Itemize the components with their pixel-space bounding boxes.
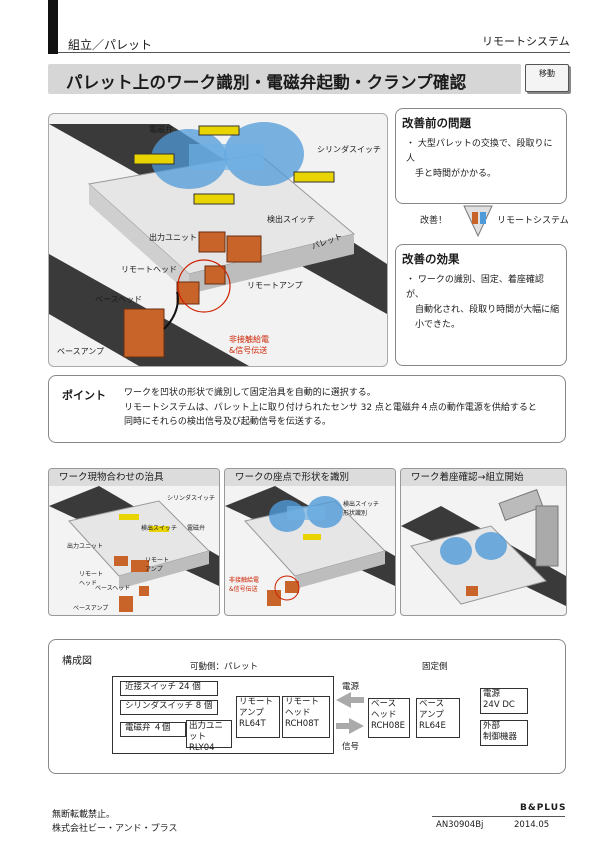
brand-logo: B&PLUS — [520, 803, 567, 813]
page-title: パレット上のワーク識別・電磁弁起動・クランプ確認 — [66, 73, 467, 92]
point-body: ワークを凹状の形状で識別して固定治具を自動的に選択する。 リモートシステムは、パ… — [124, 388, 537, 427]
footer-notice: 無断転載禁止。 — [52, 810, 116, 820]
label-wireless: 非接触給電 &信号伝送 — [229, 335, 269, 355]
subfig-2-image — [225, 486, 395, 606]
output-unit — [198, 231, 226, 253]
movable-side-label: 可動側：パレット — [190, 662, 259, 672]
clamp-2 — [198, 125, 240, 136]
main-illustration: 電磁弁 シリンダスイッチ 検出スイッチ 出力ユニット パレット リモートヘッド … — [48, 113, 388, 367]
subfig-1-title: ワーク現物合わせの治具 — [49, 469, 219, 486]
header-divider — [58, 52, 570, 53]
sub1-out: 出力ユニット — [67, 543, 104, 550]
sub2-detect: 検出スイッチ 形状識別 — [343, 501, 380, 517]
label-cylinder-switch: シリンダスイッチ — [317, 145, 381, 154]
before-panel: 改善前の問題 ・ 大型パレットの交換で、段取りに人 手と時間がかかる。 — [395, 108, 567, 204]
kaizen-system-label: リモートシステム — [497, 216, 569, 226]
clamp-4 — [293, 171, 335, 183]
sub1-ramp: リモート アンプ — [145, 557, 170, 573]
header-mark — [48, 0, 58, 54]
work-shaft — [189, 144, 264, 170]
sub1-sol: 電磁弁 — [187, 525, 206, 532]
remote-amp-box: リモート アンプ RL64T — [236, 696, 280, 738]
power-supply-box: 電源 24V DC — [480, 688, 528, 714]
fixed-side-label: 固定側 — [422, 662, 448, 672]
wireless-arrows — [336, 692, 364, 734]
after-body: ・ ワークの識別、固定、着座確認が、 自動化され、段取り時間が大幅に縮 小できた… — [406, 275, 560, 330]
kaizen-label: 改善！ — [420, 216, 448, 226]
clamp-1 — [133, 153, 175, 165]
doc-date: 2014.05 — [514, 820, 550, 830]
after-title: 改善の効果 — [402, 252, 460, 266]
doc-number: AN30904Bj — [436, 820, 484, 830]
label-detect-switch: 検出スイッチ — [267, 215, 315, 224]
base-amp-box: ベース アンプ RL64E — [416, 698, 460, 738]
config-title: 構成図 — [62, 656, 92, 667]
subfig-3: ワーク着座確認→組立開始 — [400, 468, 567, 616]
base-head-box: ベース ヘッド RCH08E — [368, 698, 410, 738]
base-head — [176, 281, 200, 305]
sub1-cyl: シリンダスイッチ — [167, 495, 216, 502]
external-device-box: 外部 制御機器 — [480, 720, 528, 746]
sub2-wireless: 非接触給電 &信号伝送 — [229, 577, 260, 593]
label-remote-amp: リモートアンプ — [247, 281, 303, 290]
label-base-amp: ベースアンプ — [57, 347, 105, 356]
subfig-1: ワーク現物合わせの治具 シリンダスイッチ 検出スイッチ 電磁弁 出力ユニット リ… — [48, 468, 220, 616]
prox-switch-box: 近接スイッチ 24 個 — [120, 681, 218, 696]
sub1-rhead: リモート ヘッド — [79, 571, 104, 587]
clamp-3 — [193, 193, 235, 205]
label-solenoid: 電磁弁 — [149, 125, 173, 134]
subfig-3-title: ワーク着座確認→組立開始 — [401, 469, 566, 486]
signal-arrow-label: 信号 — [342, 742, 360, 752]
label-remote-head: リモートヘッド — [121, 265, 177, 274]
cylinder-switch-box: シリンダスイッチ 8 個 — [120, 700, 218, 715]
footer-company: 株式会社ビー・アンド・プラス — [52, 824, 178, 834]
cable — [163, 291, 179, 330]
wireless-zone — [177, 259, 231, 313]
before-title: 改善前の問題 — [402, 116, 471, 130]
title-bar — [48, 64, 521, 94]
subfig-3-image — [401, 489, 566, 606]
before-body: ・ 大型パレットの交換で、段取りに人 手と時間がかかる。 — [406, 139, 553, 179]
move-tag: 移動 — [525, 64, 569, 92]
remote-system-icon — [463, 205, 493, 238]
subfig-2: ワークの座点で形状を識別 検出スイッチ 形状識別 非接触給電 &信号伝送 — [224, 468, 396, 616]
base-amp — [123, 308, 165, 358]
pallet-front — [189, 234, 354, 294]
subfig-1-image — [49, 486, 219, 612]
pallet-illustration — [49, 122, 387, 366]
label-output-unit: 出力ユニット — [149, 233, 197, 242]
sub1-detect: 検出スイッチ — [141, 525, 178, 532]
after-panel: 改善の効果 ・ ワークの識別、固定、着座確認が、 自動化され、段取り時間が大幅に… — [395, 244, 567, 366]
pallet-side — [89, 184, 189, 294]
sub1-bhead: ベースヘッド — [95, 585, 131, 592]
label-base-head: ベースヘッド — [95, 295, 143, 304]
output-unit-box: 出力ユニット RLY04 — [186, 720, 232, 753]
subfig-2-title: ワークの座点で形状を識別 — [225, 469, 395, 486]
remote-head — [204, 265, 226, 285]
sub1-bamp: ベースアンプ — [73, 605, 109, 612]
power-arrow-label: 電源 — [342, 682, 360, 692]
remote-amp — [226, 235, 262, 263]
system-label: リモートシステム — [482, 35, 570, 48]
solenoid-box: 電磁弁 ４個 — [120, 722, 186, 737]
category-label: 組立／パレット — [68, 38, 153, 52]
remote-head-box: リモート ヘッド RCH08T — [282, 696, 330, 738]
point-title: ポイント — [62, 389, 106, 402]
footer-divider — [432, 816, 565, 817]
point-panel — [48, 375, 566, 443]
